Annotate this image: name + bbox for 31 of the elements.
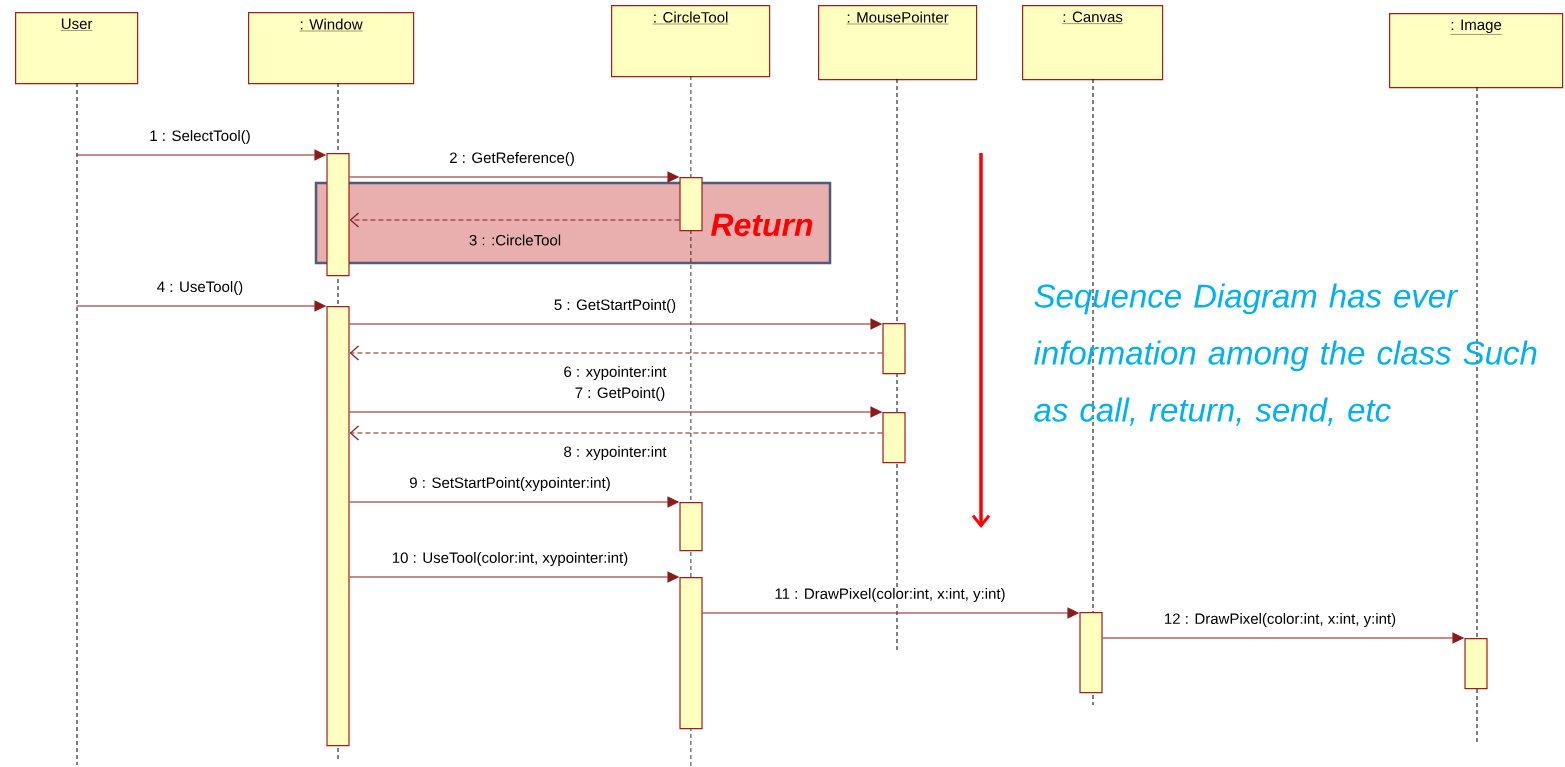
message-label: 10 : UseTool(color:int, xypointer:int) (390, 551, 630, 567)
message-label: 4 : UseTool() (155, 280, 245, 296)
activation-bar (882, 323, 906, 375)
note-text: Sequence Diagram has ever information among the class Such as call, return, send, etc (1034, 283, 1537, 426)
message-label: 8 : xypointer:int (562, 445, 668, 461)
message-label: 1 : SelectTool() (148, 129, 252, 145)
lifeline-head: : Image (1389, 13, 1564, 89)
lifeline-head: : MousePointer (818, 5, 978, 81)
message-arrow (349, 345, 883, 361)
message-label: 7 : GetPoint() (573, 386, 667, 402)
lifeline-head: : Canvas (1022, 5, 1164, 81)
message-label: 6 : xypointer:int (562, 365, 668, 381)
message-arrow (349, 425, 883, 441)
activation-bar (679, 577, 703, 730)
activation-bar (1079, 612, 1103, 694)
message-label: 5 : GetStartPoint() (552, 298, 678, 314)
activation-bar (1464, 638, 1488, 690)
activation-bar (882, 412, 906, 464)
activation-bar (326, 306, 350, 747)
activation-bar (679, 502, 703, 552)
activation-bar (679, 177, 703, 232)
message-label: 3 : :CircleTool (467, 233, 563, 247)
message-label: 2 : GetReference() (448, 151, 576, 167)
message-arrow (349, 212, 680, 228)
activation-bar (326, 153, 350, 277)
message-label: 9 : SetStartPoint(xypointer:int) (408, 476, 612, 492)
lifeline-head: : Window (248, 12, 415, 85)
lifeline-head: User (15, 12, 139, 85)
lifeline-head: : CircleTool (611, 5, 771, 78)
message-label: 11 : DrawPixel(color:int, x:int, y:int) (773, 587, 1007, 603)
message-label: 12 : DrawPixel(color:int, x:int, y:int) (1162, 612, 1398, 628)
